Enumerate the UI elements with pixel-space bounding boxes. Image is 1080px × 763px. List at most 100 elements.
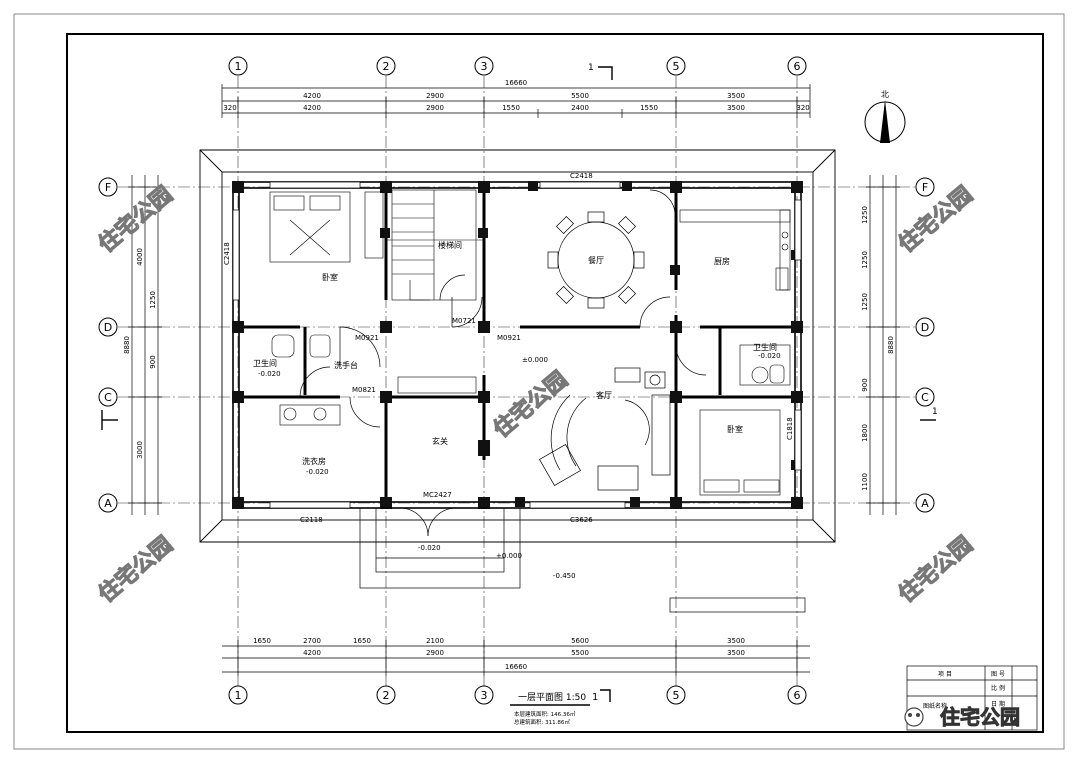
- north-arrow: 北: [864, 90, 906, 143]
- grid-col-2-bottom: 2: [383, 689, 390, 702]
- dim-right-1: 1250: [861, 206, 869, 224]
- top-dimension-texts: 16660 4200 2900 5500 3500 320 4200 2900 …: [223, 79, 809, 112]
- grid-row-D-left: D: [104, 321, 112, 334]
- dim-right-5: 1800: [861, 424, 869, 442]
- dim-bot-r1-2: 2700: [303, 637, 321, 645]
- dining-table: [547, 211, 645, 309]
- code-c3626: C3626: [570, 516, 593, 524]
- sheet-outer-border: [13, 13, 1065, 750]
- dim-bot-r1-6: 3500: [727, 637, 745, 645]
- watermark-2: 住宅公园: [893, 181, 977, 257]
- roof-eaves: [199, 149, 836, 543]
- grid-row-F-left: F: [105, 181, 111, 194]
- dim-top-r2-6: 3500: [727, 104, 745, 112]
- top-dimensions: [221, 84, 811, 118]
- sheet-inner-border: [66, 33, 1044, 733]
- dim-top-r2-5: 1550: [640, 104, 658, 112]
- dim-top-total: 16660: [505, 79, 527, 87]
- dim-left-total: 8880: [123, 336, 131, 354]
- code-m0921b: M0921: [497, 334, 521, 342]
- title-block-texts: 项 目 图 号 图纸名称 比 例 日 期: [923, 671, 1005, 710]
- elev-entry: -0.020: [418, 544, 441, 552]
- north-label: 北: [881, 90, 889, 99]
- room-dining: 餐厅: [588, 256, 604, 265]
- dim-right-3: 1250: [861, 293, 869, 311]
- grid-row-A-left: A: [104, 497, 112, 510]
- tb-date: 日 期: [991, 700, 1005, 708]
- section-label-top: 1: [588, 63, 594, 73]
- grid-col-3-top: 3: [481, 60, 488, 73]
- code-c2418: C2418: [570, 172, 593, 180]
- code-m0821: M0821: [352, 386, 376, 394]
- dim-bot-r1-4: 2100: [426, 637, 444, 645]
- code-c2418b: C2418: [223, 242, 231, 265]
- dim-right-2: 1250: [861, 251, 869, 269]
- tb-project: 项 目: [938, 671, 952, 678]
- drawing-section-number: 1: [592, 692, 598, 703]
- entry-steps: [359, 507, 806, 613]
- dim-left-3: 900: [149, 355, 157, 368]
- drawing-title: 一层平面图 1:50 1 本层建筑面积: 146.36㎡ 总建筑面积: 311.…: [510, 689, 611, 726]
- elev-laundry: -0.020: [306, 468, 329, 476]
- bottom-dimension-texts: 1650 2700 1650 2100 5600 3500 4200 2900 …: [253, 637, 745, 671]
- dim-right-total: 8880: [887, 336, 895, 354]
- elev-floor: ±0.000: [522, 356, 548, 364]
- right-dimension-texts: 1250 1250 1250 900 1800 1100 8880: [861, 206, 895, 491]
- watermark-3: 住宅公园: [488, 366, 572, 442]
- room-wash: 洗手台: [334, 360, 358, 370]
- code-mc2427: MC2427: [423, 491, 452, 499]
- dim-top-3: 5500: [571, 92, 589, 100]
- code-m0721: M0721: [452, 317, 476, 325]
- section-label-right: 1: [932, 407, 938, 417]
- grid-row-C-right: C: [921, 391, 929, 404]
- drawing-title-text: 一层平面图 1:50: [518, 692, 586, 703]
- area-total: 总建筑面积: 311.86㎡: [514, 718, 570, 726]
- tb-drawing: 图 号: [991, 671, 1005, 678]
- code-m0921: M0921: [355, 334, 379, 342]
- dim-right-4: 900: [861, 378, 869, 391]
- footer-logo: 住宅公园: [904, 705, 1020, 729]
- dim-bot-r2-2: 2900: [426, 649, 444, 657]
- dim-top-r2-1: 4200: [303, 104, 321, 112]
- grid-col-1-top: 1: [235, 60, 242, 73]
- elev-outside: -0.450: [553, 572, 576, 580]
- section-mark: [101, 66, 936, 430]
- dim-top-r2-4: 2400: [571, 104, 589, 112]
- grid-col-5-bottom: 5: [673, 689, 680, 702]
- tb-name: 图纸名称: [923, 702, 947, 710]
- dim-top-r2-3: 1550: [502, 104, 520, 112]
- grid-col-3-bottom: 3: [481, 689, 488, 702]
- tb-scale: 比 例: [991, 684, 1005, 692]
- grid-bubbles: [98, 56, 935, 705]
- footer-logo-text: 住宅公园: [940, 705, 1020, 729]
- room-kitchen: 厨房: [714, 256, 730, 266]
- dim-left-4: 3000: [136, 441, 144, 459]
- dim-top-r2-2: 2900: [426, 104, 444, 112]
- left-dimension-texts: 8880 4000 1250 900 3000: [123, 248, 157, 459]
- room-wc-1: 卫生间: [253, 358, 277, 368]
- grid-col-6-bottom: 6: [794, 689, 801, 702]
- dim-bot-r1-1: 1650: [253, 637, 271, 645]
- dim-bot-r2-3: 5500: [571, 649, 589, 657]
- dim-right-6: 1100: [861, 473, 869, 491]
- bottom-dimensions: [222, 640, 810, 676]
- elevation-marks: ±0.000 -0.020 -0.020 -0.020 -0.020 -0.45…: [258, 352, 781, 580]
- dim-bot-r1-5: 5600: [571, 637, 589, 645]
- dim-bot-total: 16660: [505, 663, 527, 671]
- window-door-codes: C2418 C2118 C3626 MC2427 M0721 M0821 M09…: [223, 172, 794, 524]
- dim-top-4: 3500: [727, 92, 745, 100]
- dim-left-1: 4000: [136, 248, 144, 266]
- dim-bot-r2-1: 4200: [303, 649, 321, 657]
- left-dimensions: [128, 175, 162, 515]
- room-labels: 卧室 餐厅 厨房 客厅 玄关 洗衣房 卫生间 卫生间 洗手台 楼梯间 卧室: [253, 240, 777, 466]
- room-bedroom-2: 卧室: [727, 424, 743, 434]
- grid-row-A-right: A: [921, 497, 929, 510]
- elev-wc2: -0.020: [758, 352, 781, 360]
- grid-row-D-right: D: [921, 321, 929, 334]
- room-living: 客厅: [596, 390, 612, 400]
- code-c2118: C2118: [300, 516, 323, 524]
- grid-col-6-top: 6: [794, 60, 801, 73]
- grid-col-5-top: 5: [673, 60, 680, 73]
- dim-top-1: 4200: [303, 92, 321, 100]
